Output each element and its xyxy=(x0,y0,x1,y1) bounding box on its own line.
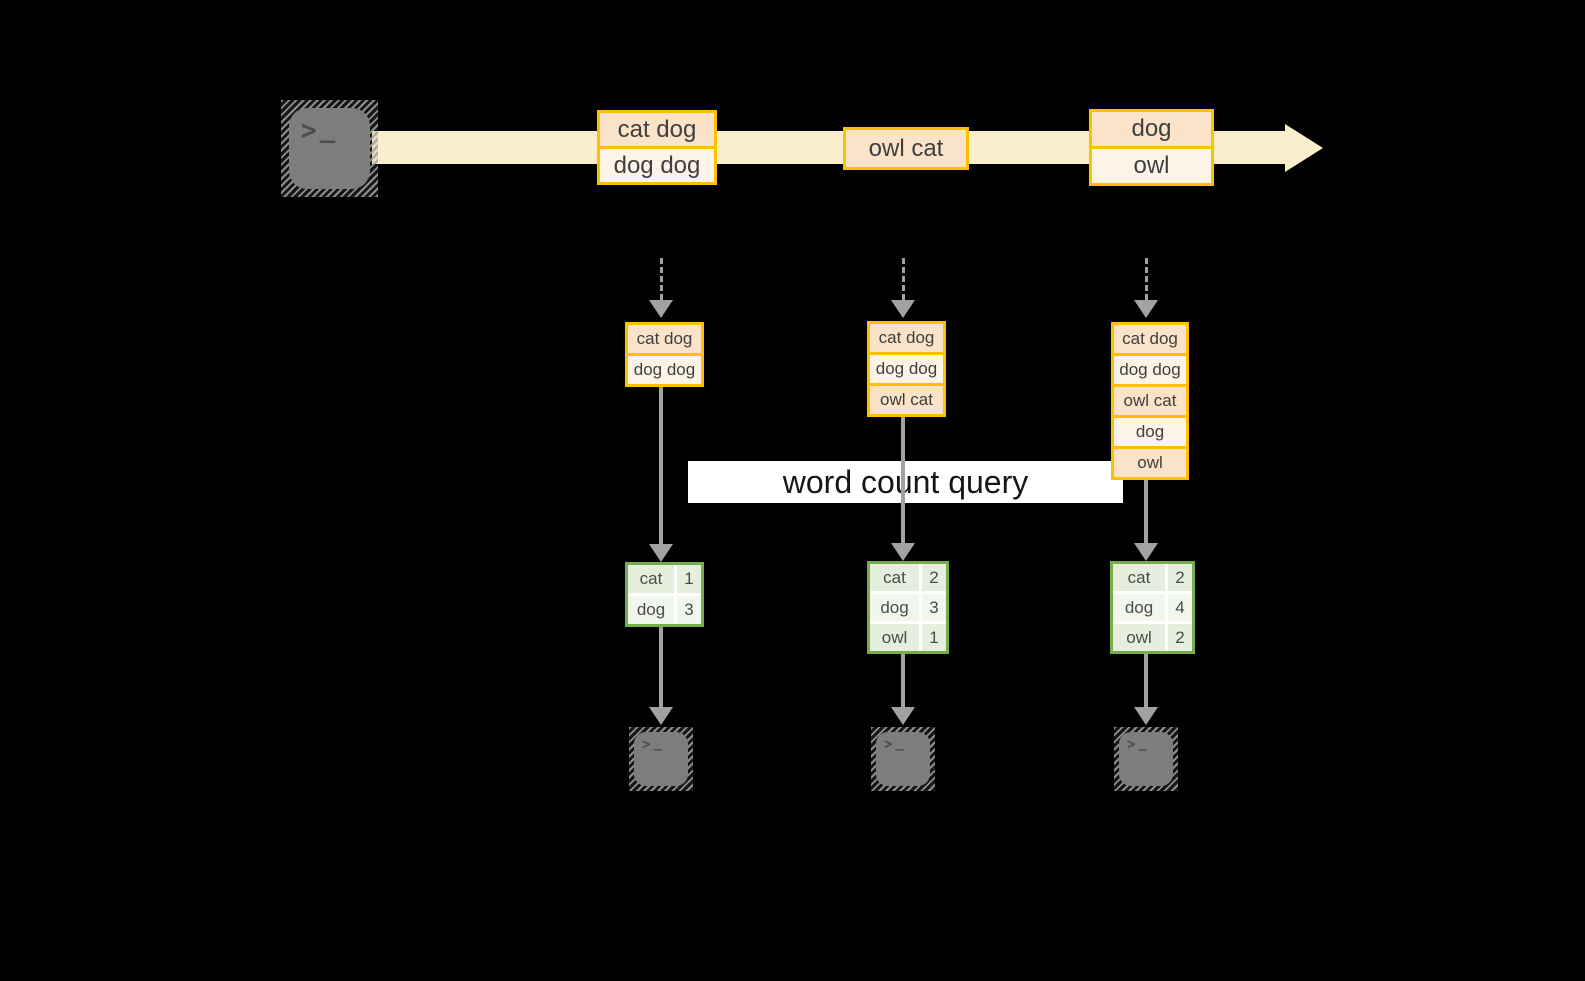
query-band: word count query xyxy=(688,461,1123,503)
stream-event-box-2: owl cat xyxy=(843,127,969,170)
prompt-chevron-icon: > xyxy=(884,736,893,754)
ingest-arrow-3 xyxy=(1134,258,1158,318)
prompt-underscore-icon: _ xyxy=(895,735,904,751)
arrow-shaft xyxy=(1144,258,1148,300)
sink-arrow-2 xyxy=(891,654,915,725)
terminal-screen: > _ xyxy=(634,732,688,786)
arrow-shaft xyxy=(901,654,905,707)
prompt-chevron-icon: > xyxy=(301,115,317,147)
count-table-3: cat 2 dog 4 owl 2 xyxy=(1110,561,1195,654)
buffer-box-1: cat dog dog dog xyxy=(625,322,704,387)
buffer-row: owl cat xyxy=(870,386,943,414)
prompt-chevron-icon: > xyxy=(1127,736,1136,754)
prompt-underscore-icon: _ xyxy=(319,114,336,144)
arrow-shaft xyxy=(1144,480,1148,543)
arrow-shaft xyxy=(901,417,905,543)
stream-event-box-3: dog owl xyxy=(1089,109,1214,186)
arrowhead-icon xyxy=(649,544,673,562)
count-table-1: cat 1 dog 3 xyxy=(625,562,704,627)
table-cell-word: dog xyxy=(1113,594,1165,621)
sink-terminal-icon-1: > _ xyxy=(629,727,693,791)
terminal-screen: > _ xyxy=(289,108,370,189)
ingest-arrow-1 xyxy=(649,258,673,318)
buffer-row: cat dog xyxy=(1114,325,1186,353)
table-cell-word: cat xyxy=(1113,564,1165,591)
arrowhead-icon xyxy=(649,707,673,725)
event-row: owl xyxy=(1092,149,1211,183)
sink-terminal-icon-2: > _ xyxy=(871,727,935,791)
buffer-row: dog xyxy=(1114,418,1186,446)
table-cell-count: 3 xyxy=(922,594,946,621)
table-cell-count: 1 xyxy=(677,565,701,593)
arrowhead-icon xyxy=(891,300,915,318)
arrowhead-icon xyxy=(891,543,915,561)
arrowhead-icon xyxy=(1134,300,1158,318)
prompt-chevron-icon: > xyxy=(642,736,651,754)
source-terminal-icon: > _ xyxy=(281,100,378,197)
query-arrow-3 xyxy=(1134,480,1158,561)
arrowhead-icon xyxy=(1134,543,1158,561)
arrow-shaft xyxy=(659,387,663,544)
table-cell-count: 2 xyxy=(1168,564,1192,591)
sink-terminal-icon-3: > _ xyxy=(1114,727,1178,791)
query-arrow-2 xyxy=(891,417,915,561)
event-row: dog xyxy=(1092,112,1211,146)
table-cell-word: owl xyxy=(870,624,919,651)
table-cell-count: 3 xyxy=(677,596,701,624)
table-cell-word: dog xyxy=(628,596,674,624)
ingest-arrow-2 xyxy=(891,258,915,318)
buffer-row: owl cat xyxy=(1114,387,1186,415)
buffer-row: cat dog xyxy=(870,324,943,352)
table-cell-count: 1 xyxy=(922,624,946,651)
table-cell-count: 2 xyxy=(1168,624,1192,651)
table-cell-count: 4 xyxy=(1168,594,1192,621)
buffer-row: cat dog xyxy=(628,325,701,353)
arrowhead-icon xyxy=(649,300,673,318)
event-row: owl cat xyxy=(846,130,966,167)
stream-event-box-1: cat dog dog dog xyxy=(597,110,717,185)
event-row: cat dog xyxy=(600,113,714,146)
table-cell-word: cat xyxy=(870,564,919,591)
arrow-shaft xyxy=(1144,654,1148,707)
table-cell-word: cat xyxy=(628,565,674,593)
query-label: word count query xyxy=(782,463,1029,500)
buffer-row: dog dog xyxy=(1114,356,1186,384)
buffer-row: owl xyxy=(1114,449,1186,477)
table-cell-word: dog xyxy=(870,594,919,621)
buffer-row: dog dog xyxy=(628,356,701,384)
buffer-box-3: cat dog dog dog owl cat dog owl xyxy=(1111,322,1189,480)
prompt-underscore-icon: _ xyxy=(653,735,662,751)
arrowhead-icon xyxy=(1134,707,1158,725)
count-table-2: cat 2 dog 3 owl 1 xyxy=(867,561,949,654)
arrow-shaft xyxy=(901,258,905,300)
buffer-row: dog dog xyxy=(870,355,943,383)
table-cell-count: 2 xyxy=(922,564,946,591)
query-arrow-1 xyxy=(649,387,673,562)
buffer-box-2: cat dog dog dog owl cat xyxy=(867,321,946,417)
arrow-shaft xyxy=(659,627,663,707)
terminal-screen: > _ xyxy=(876,732,930,786)
sink-arrow-1 xyxy=(649,627,673,725)
table-cell-word: owl xyxy=(1113,624,1165,651)
terminal-screen: > _ xyxy=(1119,732,1173,786)
arrowhead-icon xyxy=(891,707,915,725)
arrow-shaft xyxy=(659,258,663,300)
event-row: dog dog xyxy=(600,149,714,182)
stream-arrowhead-icon xyxy=(1285,124,1323,172)
sink-arrow-3 xyxy=(1134,654,1158,725)
prompt-underscore-icon: _ xyxy=(1138,735,1147,751)
